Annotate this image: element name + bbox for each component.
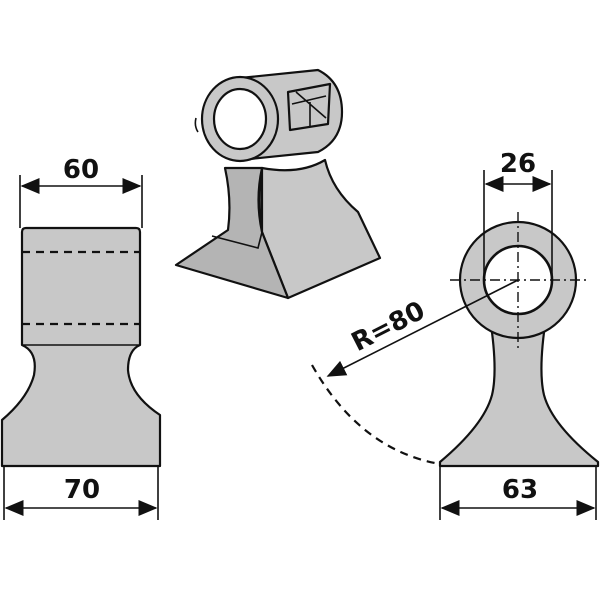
iso-neck-line bbox=[259, 167, 263, 233]
iso-marking-plate bbox=[286, 82, 332, 132]
radius-leader-line bbox=[326, 279, 519, 377]
iso-blade-face-right bbox=[260, 158, 382, 300]
dim-top-width-label: 60 bbox=[63, 155, 99, 185]
iso-marking-lines bbox=[291, 91, 327, 126]
iso-edge-tick bbox=[194, 117, 199, 133]
radius-arc bbox=[311, 364, 441, 466]
side-view-outline bbox=[438, 316, 600, 468]
dim-radius-label: R=80 bbox=[347, 296, 430, 358]
dim-blade-width-label: 63 bbox=[502, 475, 538, 505]
front-view: 60 70 bbox=[0, 155, 162, 520]
iso-blade-face-left bbox=[174, 166, 290, 300]
dim-bore-diameter-label: 26 bbox=[500, 149, 536, 179]
isometric-view bbox=[174, 68, 382, 300]
dim-bottom-width-label: 70 bbox=[64, 475, 100, 505]
iso-bore-hole bbox=[212, 87, 268, 151]
side-view: 26 R=80 63 bbox=[311, 149, 600, 520]
iso-blade-edge-line bbox=[211, 231, 263, 249]
front-view-outline bbox=[0, 226, 162, 468]
